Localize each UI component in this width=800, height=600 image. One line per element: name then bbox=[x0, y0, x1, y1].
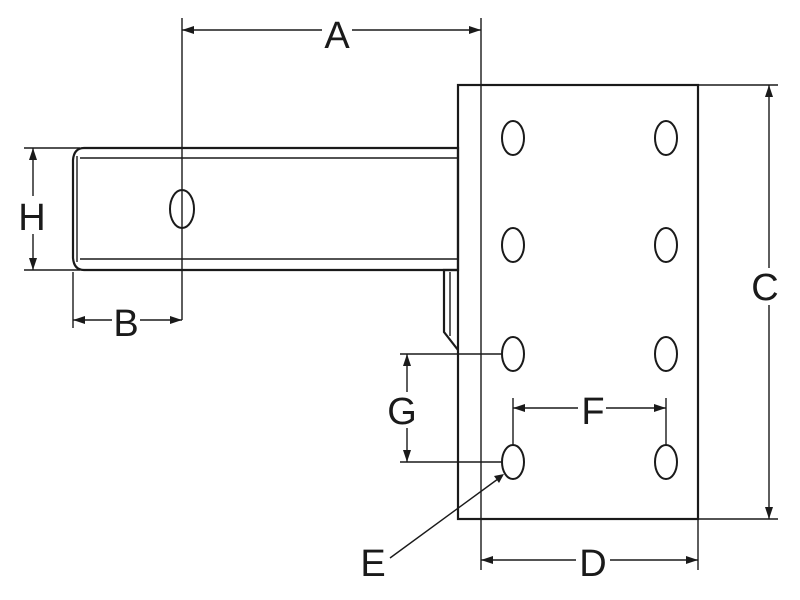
dimension-c: C bbox=[698, 84, 779, 520]
dimension-h: H bbox=[18, 147, 80, 271]
plate-hole bbox=[501, 227, 525, 263]
plate-hole bbox=[501, 444, 525, 480]
dimension-d: D bbox=[480, 519, 699, 585]
dimension-label-d: D bbox=[579, 543, 606, 585]
dimension-label-f: F bbox=[581, 391, 604, 433]
dimension-label-c: C bbox=[751, 267, 778, 309]
dimension-label-a: A bbox=[324, 15, 350, 57]
mounting-plate bbox=[456, 83, 700, 521]
dimension-g: G bbox=[387, 353, 502, 463]
support-gusset bbox=[442, 268, 459, 351]
receiver-shank bbox=[71, 146, 460, 272]
dimension-label-b: B bbox=[113, 303, 138, 345]
plate-hole bbox=[501, 120, 525, 156]
dimension-f: F bbox=[512, 391, 667, 445]
dimension-label-g: G bbox=[387, 391, 417, 433]
dimension-a: A bbox=[181, 15, 482, 320]
plate-hole bbox=[654, 120, 678, 156]
dimension-b: B bbox=[72, 272, 182, 345]
plate-holes-right bbox=[654, 120, 678, 480]
plate-hole bbox=[654, 444, 678, 480]
plate-hole bbox=[654, 227, 678, 263]
dimension-label-h: H bbox=[18, 197, 45, 239]
plate-hole bbox=[501, 336, 525, 372]
leader-e: E bbox=[360, 474, 504, 585]
dimension-label-e: E bbox=[360, 543, 385, 585]
plate-hole bbox=[654, 336, 678, 372]
